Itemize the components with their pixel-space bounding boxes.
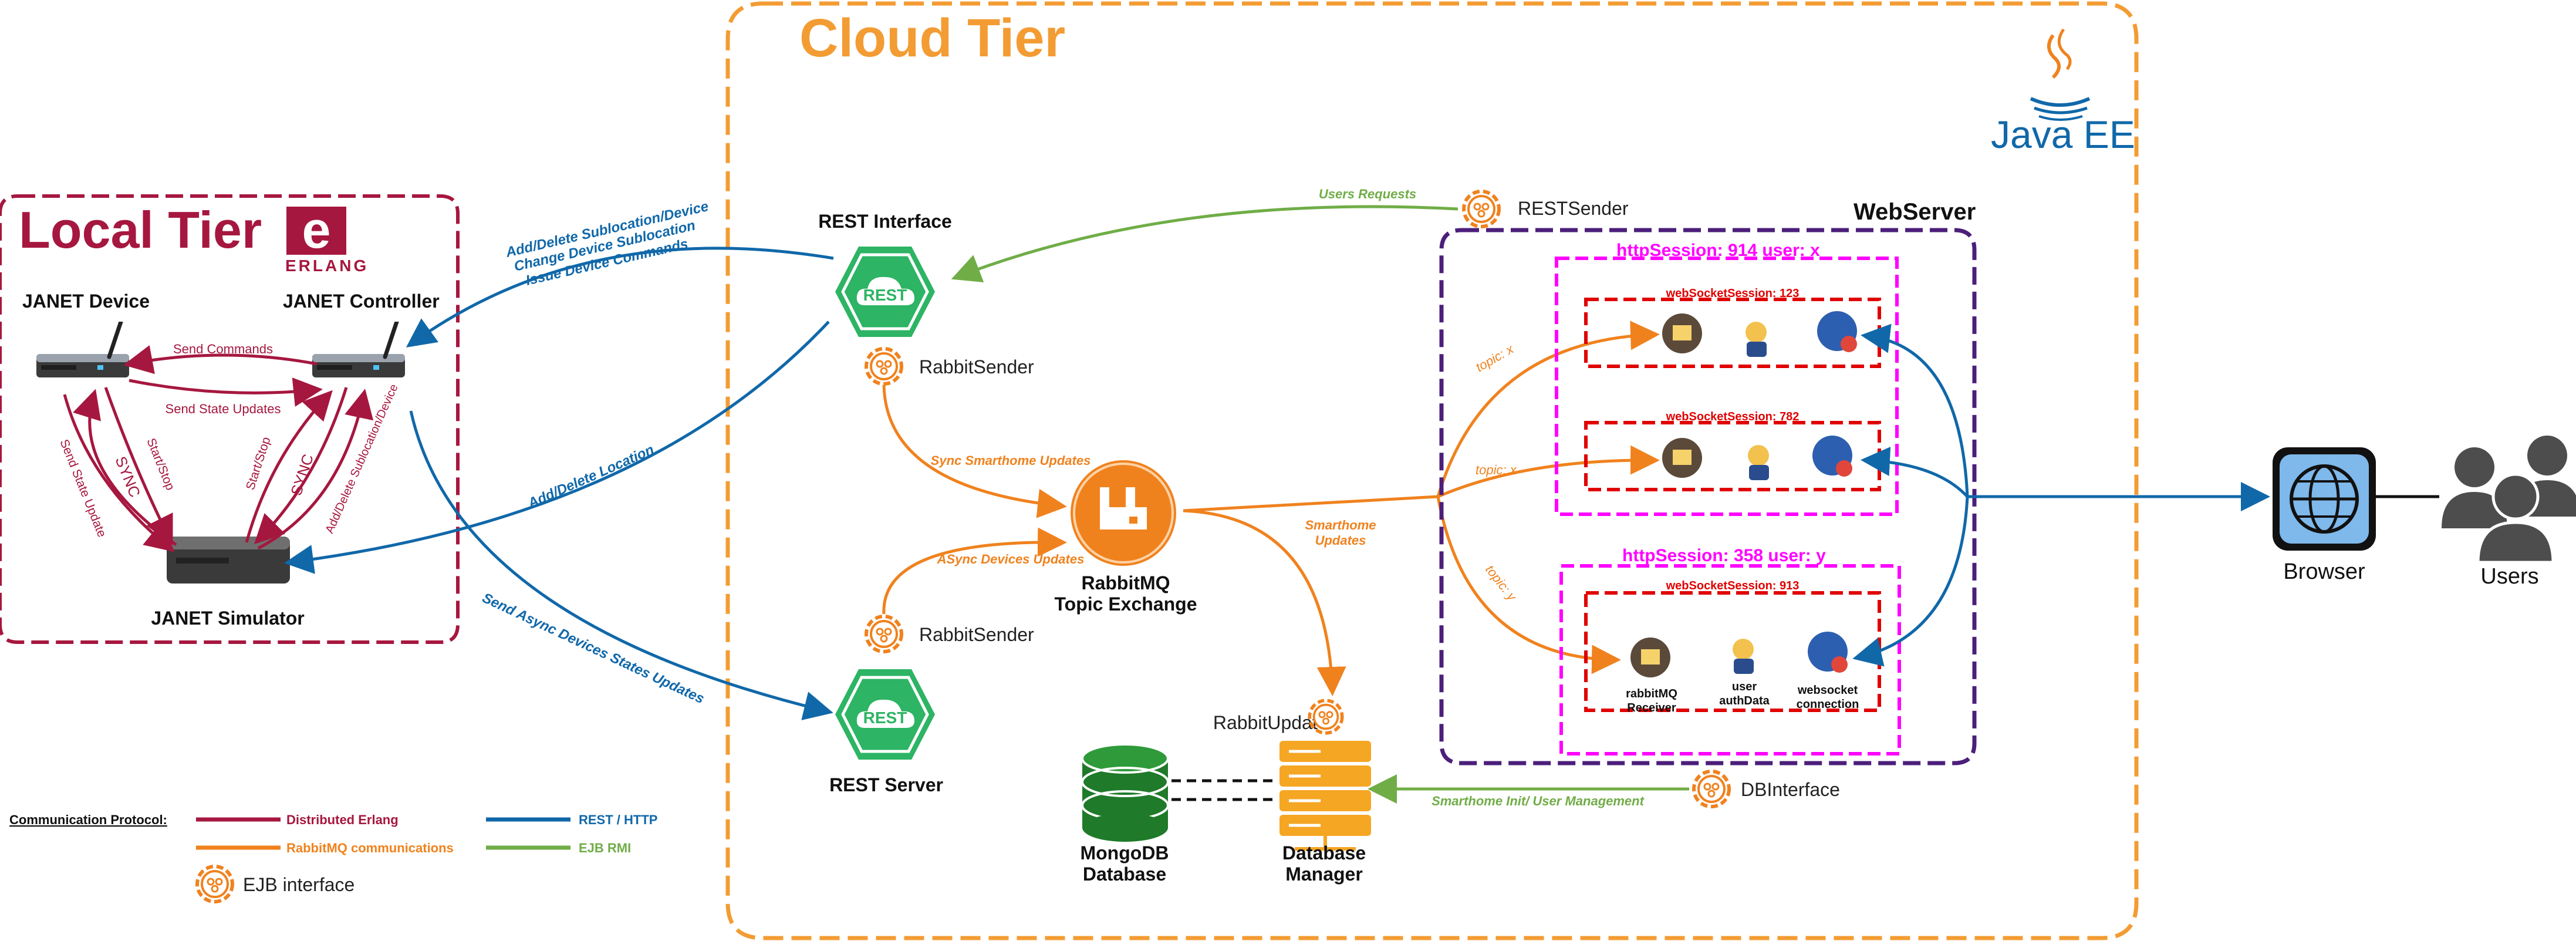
- browser-label: Browser: [2283, 559, 2365, 584]
- janet-simulator-icon: [167, 537, 290, 584]
- users-requests-label: Users Requests: [1319, 187, 1416, 201]
- smarthome-updates-label-1: Smarthome: [1305, 518, 1376, 532]
- authdata-label-1: user: [1732, 680, 1757, 693]
- local-tier-title: Local Tier: [19, 201, 262, 259]
- database-manager-label-2: Manager: [1285, 864, 1363, 885]
- rest-server-badge: REST: [863, 709, 907, 727]
- legend-rabbit-label: RabbitMQ communications: [286, 841, 454, 855]
- janet-controller-router-icon: [312, 322, 405, 377]
- topic-x-label-1: topic: x: [1473, 341, 1517, 375]
- rest-sender-gear-icon: [1464, 191, 1499, 227]
- janet-simulator-label: JANET Simulator: [151, 608, 304, 629]
- cloud-tier-frame: [725, 1, 2139, 940]
- db-interface-label: DBInterface: [1741, 779, 1840, 800]
- local-erlang-links: [63, 345, 374, 552]
- rabbit-sender-label-1: RabbitSender: [919, 356, 1034, 377]
- erlang-logo-label: ERLANG: [285, 257, 369, 275]
- wsconn-label-1: websocket: [1797, 684, 1858, 697]
- cloud-tier-title: Cloud Tier: [799, 8, 1065, 68]
- mongodb-icon: [1081, 743, 1169, 842]
- java-ee-label: Java EE: [1991, 113, 2135, 156]
- add-delete-location-label: Add/Delete Location: [525, 441, 657, 511]
- browser-icon: [2273, 447, 2376, 551]
- websocket-connection-icons: [1808, 311, 1857, 673]
- database-manager-label-1: Database: [1282, 842, 1366, 864]
- legend-ejb-interface-gear-icon: [197, 866, 232, 902]
- websocket-session-3: [1584, 591, 1881, 712]
- authdata-icons: [1733, 322, 1769, 674]
- webserver-title: WebServer: [1853, 199, 1976, 225]
- janet-device-label: JANET Device: [22, 291, 150, 312]
- legend-rest-label: REST / HTTP: [579, 812, 657, 827]
- users-icon: [2442, 436, 2576, 564]
- start-stop-label-1: Start/Stop: [144, 436, 177, 492]
- smarthome-init-label: Smarthome Init/ User Management: [1432, 794, 1645, 808]
- rest-links: [284, 247, 834, 720]
- erlang-logo: e: [286, 201, 346, 259]
- sync-smarthome-label: Sync Smarthome Updates: [931, 453, 1091, 468]
- sync-label-2: SYNC: [287, 452, 317, 498]
- db-interface-gear-icon: [1694, 771, 1729, 807]
- legend-erlang-label: Distributed Erlang: [286, 812, 399, 827]
- http-session-1-label: httpSession: 914 user: x: [1616, 241, 1820, 260]
- receiver-icons: [1630, 313, 1702, 677]
- legend-ejb-label: EJB RMI: [579, 841, 631, 855]
- mongodb-label-2: Database: [1083, 864, 1166, 885]
- users-label: Users: [2480, 564, 2538, 589]
- http-session-1: [1555, 257, 1899, 516]
- http-session-2: [1559, 564, 1901, 756]
- async-devices-label: ASync Devices Updates: [937, 552, 1085, 566]
- receiver-label-1: rabbitMQ: [1626, 687, 1677, 700]
- rest-sender-label: RESTSender: [1518, 198, 1629, 219]
- rest-interface-label: REST Interface: [818, 211, 952, 232]
- websocket-session-1-label: webSocketSession: 123: [1666, 287, 1800, 300]
- http-session-2-label: httpSession: 358 user: y: [1622, 546, 1826, 565]
- send-async-label: Send Async Devices States Updates: [480, 590, 707, 707]
- janet-device-router-icon: [36, 322, 129, 377]
- webserver-frame: [1439, 228, 1977, 765]
- rabbitmq-links: [882, 321, 1660, 696]
- topic-y-label: topic: y: [1483, 562, 1520, 605]
- legend-title: Communication Protocol:: [9, 812, 167, 827]
- ejb-links: [951, 205, 1689, 804]
- rabbit-sender-label-2: RabbitSender: [919, 624, 1034, 645]
- svg-text:e: e: [302, 201, 331, 259]
- janet-controller-label: JANET Controller: [283, 291, 440, 312]
- db-connection: [1171, 779, 1277, 801]
- topic-x-label-2: topic: x: [1476, 463, 1517, 477]
- rabbitmq-label-1: RabbitMQ: [1081, 572, 1170, 593]
- websocket-session-3-label: webSocketSession: 913: [1666, 579, 1800, 592]
- database-manager-icon: [1279, 741, 1371, 851]
- rabbitmq-label-2: Topic Exchange: [1054, 593, 1197, 615]
- rest-interface-badge: REST: [863, 286, 907, 304]
- java-ee-logo: [2030, 28, 2091, 121]
- websocket-session-2-label: webSocketSession: 782: [1666, 410, 1800, 423]
- send-state-updates-label: Send State Updates: [166, 402, 281, 416]
- authdata-label-2: authData: [1719, 694, 1770, 707]
- websocket-links: [1852, 323, 2270, 667]
- rabbit-sender-gear-icon-2: [866, 616, 902, 652]
- legend-ejb-interface-label: EJB interface: [243, 874, 355, 895]
- rabbitmq-icon: [1071, 460, 1176, 566]
- local-tier-frame: [0, 194, 460, 644]
- send-commands-label: Send Commands: [173, 342, 273, 356]
- smarthome-updates-label-2: Updates: [1315, 533, 1366, 548]
- send-state-update-label: Send State Update: [57, 437, 109, 539]
- rabbit-sender-gear-icon: [866, 349, 902, 384]
- mongodb-label-1: MongoDB: [1080, 842, 1169, 864]
- rest-server-label: REST Server: [829, 774, 943, 795]
- receiver-label-2: Receiver: [1627, 701, 1676, 714]
- wsconn-label-2: connection: [1797, 698, 1859, 711]
